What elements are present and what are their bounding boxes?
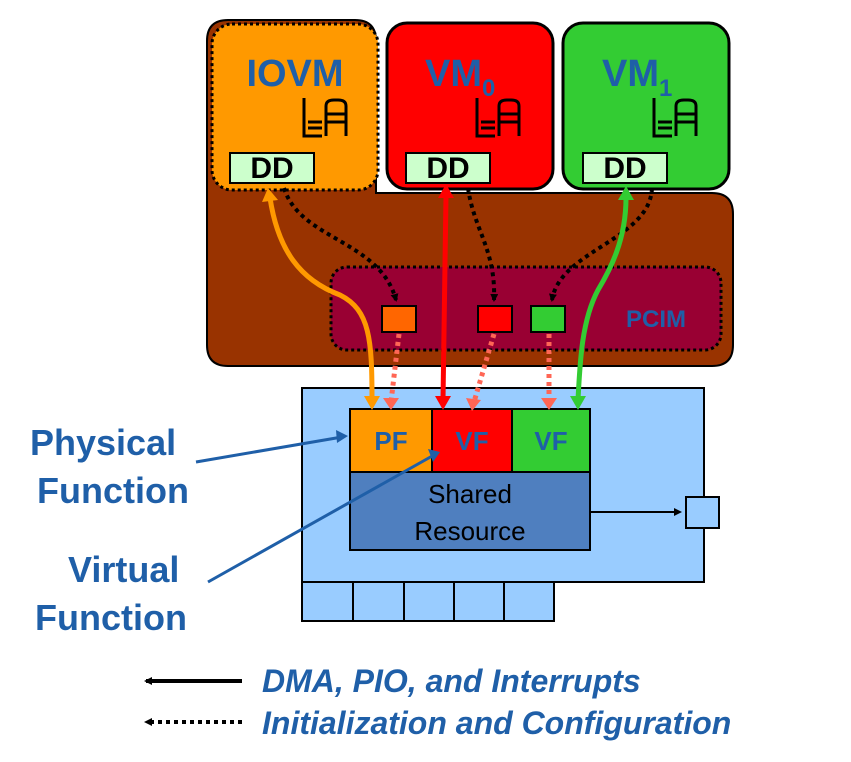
app-stack-icon: [302, 98, 348, 138]
init-config-arrow: [549, 187, 654, 302]
vf1-label: VF: [534, 426, 567, 456]
vm0-dd-label: DD: [426, 152, 469, 185]
legend-solid-label: DMA, PIO, and Interrupts: [262, 663, 641, 699]
vm0-dma-arrow: [440, 195, 449, 401]
iovm-label: IOVM: [246, 53, 343, 95]
vm0-label: VM0: [425, 53, 495, 102]
virtual-function-callout-line2: Function: [35, 597, 187, 638]
vm1-dd-box[interactable]: [582, 152, 668, 184]
pcim-config-vm1[interactable]: [530, 305, 566, 333]
physical-function-pointer: [195, 435, 343, 464]
iovm-dd-box[interactable]: [229, 152, 315, 184]
card-edge-connector: [301, 581, 555, 622]
virtual-function-pointer: [207, 453, 435, 584]
pcim-label: PCIM: [626, 306, 686, 333]
vm1-dma-arrow: [575, 197, 629, 401]
vm1-label: VM1: [602, 53, 672, 102]
vm1-dd-label: DD: [603, 152, 646, 185]
vm0-dd-box[interactable]: [405, 152, 491, 184]
pcim-region[interactable]: [329, 265, 723, 352]
virtual-function-callout-line1: Virtual: [68, 549, 179, 590]
app-stack-icon: [652, 98, 698, 138]
pcim-to-vf0-arrow: [471, 333, 497, 403]
virtual-function-box-0[interactable]: [431, 408, 513, 473]
shared-resource-box[interactable]: [349, 471, 591, 551]
pcim-to-pf-arrow: [388, 333, 402, 403]
pf-label: PF: [374, 426, 407, 456]
app-stack-icon: [475, 98, 521, 138]
vf0-label: VF: [455, 426, 488, 456]
shared-resource-line2: Resource: [414, 516, 525, 546]
pcim-config-iovm[interactable]: [381, 305, 417, 333]
pcim-config-vm0[interactable]: [477, 305, 513, 333]
physical-function-callout-line1: Physical: [30, 422, 176, 463]
external-port[interactable]: [685, 496, 720, 529]
iovm-box[interactable]: [210, 22, 380, 192]
vm1-box[interactable]: [561, 21, 731, 191]
iovm-dma-arrow: [267, 197, 375, 401]
physical-function-callout-line2: Function: [37, 470, 189, 511]
init-config-arrow: [282, 187, 399, 302]
shared-resource-line1: Shared: [428, 479, 512, 509]
iovm-dd-label: DD: [250, 152, 293, 185]
legend-dotted-label: Initialization and Configuration: [262, 705, 731, 741]
